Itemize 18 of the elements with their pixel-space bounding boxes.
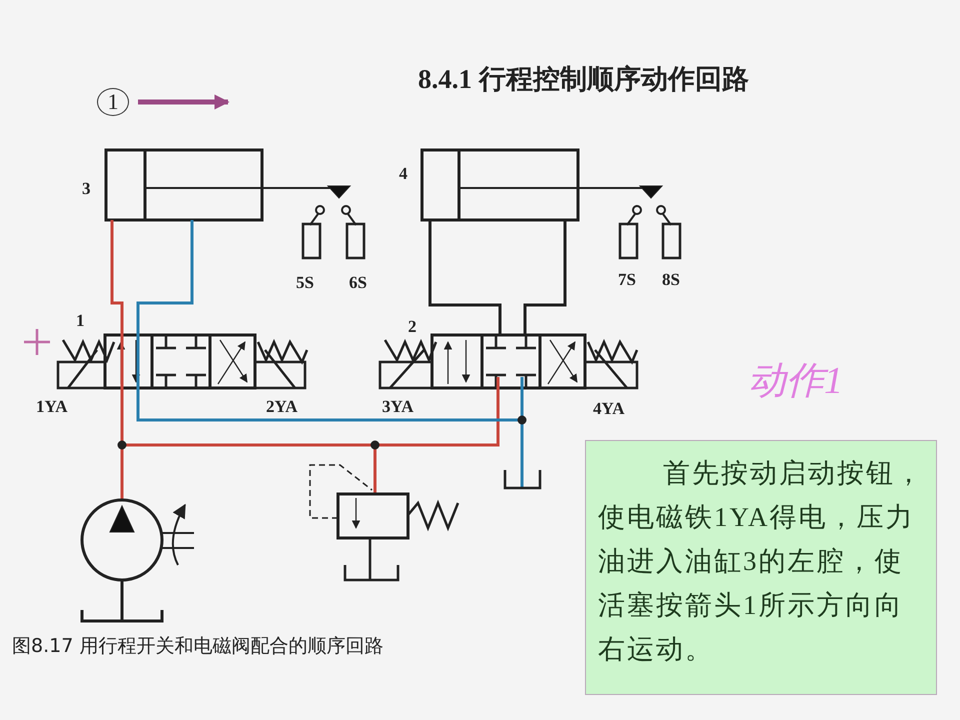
description-panel xyxy=(585,440,937,695)
component-number: 1 xyxy=(76,312,84,329)
switch-label: 5S xyxy=(296,274,314,291)
solenoid-label: 3YA xyxy=(382,398,414,415)
switch-label: 8S xyxy=(662,271,680,288)
switch-label: 7S xyxy=(618,271,636,288)
callout-number: 1 xyxy=(97,88,129,116)
description-text: 首先按动启动按钮，使电磁铁1YA得电，压力油进入油缸3的左腔，使活塞按箭头1所示方向向右运动。 xyxy=(598,457,924,666)
switch-label: 6S xyxy=(349,274,367,291)
figure-caption: 图8.17 用行程开关和电磁阀配合的顺序回路 xyxy=(12,637,384,656)
title: 8.4.1 行程控制顺序动作回路 xyxy=(418,66,749,93)
step-heading: 动作1 xyxy=(748,362,843,400)
solenoid-label: 2YA xyxy=(266,398,298,415)
solenoid-label: 1YA xyxy=(36,398,68,415)
component-number: 2 xyxy=(408,318,416,335)
solenoid-label: 4YA xyxy=(593,400,624,417)
component-number: 4 xyxy=(399,165,408,182)
component-number: 3 xyxy=(82,180,90,197)
